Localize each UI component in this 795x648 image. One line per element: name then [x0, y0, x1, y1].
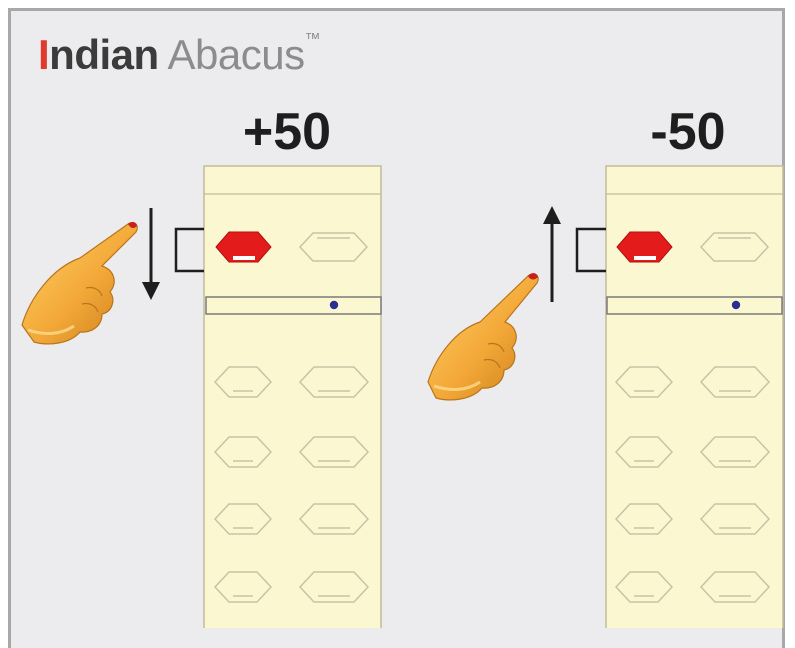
reckoning-bar-right	[606, 296, 783, 315]
brand-first-letter: I	[38, 31, 50, 78]
lower-bead	[614, 503, 674, 535]
lower-bead	[298, 436, 370, 468]
inactive-beads	[213, 232, 771, 603]
unit-dot-left	[329, 300, 339, 310]
lower-bead	[614, 571, 674, 603]
lower-bead	[699, 436, 771, 468]
bracket-left	[174, 227, 204, 273]
lower-bead	[614, 436, 674, 468]
column-label-plus-50: +50	[242, 103, 332, 161]
pointing-hand-icon-left	[21, 221, 138, 345]
brand-word-rest: ndian	[49, 31, 159, 78]
lower-bead	[213, 503, 273, 535]
active-upper-bead-left	[215, 231, 272, 263]
active-upper-bead-right	[616, 231, 673, 263]
inactive-upper-bead-left	[298, 232, 369, 262]
lower-bead	[699, 503, 771, 535]
inactive-upper-bead-right	[699, 232, 770, 262]
pointing-hand-icon-right	[427, 273, 539, 401]
arrow-up-icon	[543, 206, 561, 302]
lower-bead	[213, 366, 273, 398]
reckoning-bar-left	[205, 296, 382, 315]
lower-bead	[298, 503, 370, 535]
brand-logo: Indian Abacus™	[38, 31, 321, 78]
arrow-down-icon	[142, 208, 160, 300]
brand-trademark: ™	[304, 31, 321, 48]
lower-bead	[614, 366, 674, 398]
brand-second-word: Abacus	[167, 31, 306, 78]
lower-bead	[298, 571, 370, 603]
lower-bead	[298, 366, 370, 398]
abacus-diagram	[21, 165, 784, 628]
lower-bead	[213, 571, 273, 603]
unit-dot-right	[731, 300, 741, 310]
bracket-right	[575, 227, 606, 273]
lower-bead	[213, 436, 273, 468]
lower-bead	[699, 571, 771, 603]
lower-bead	[699, 366, 771, 398]
column-label-minus-50: -50	[650, 103, 726, 161]
